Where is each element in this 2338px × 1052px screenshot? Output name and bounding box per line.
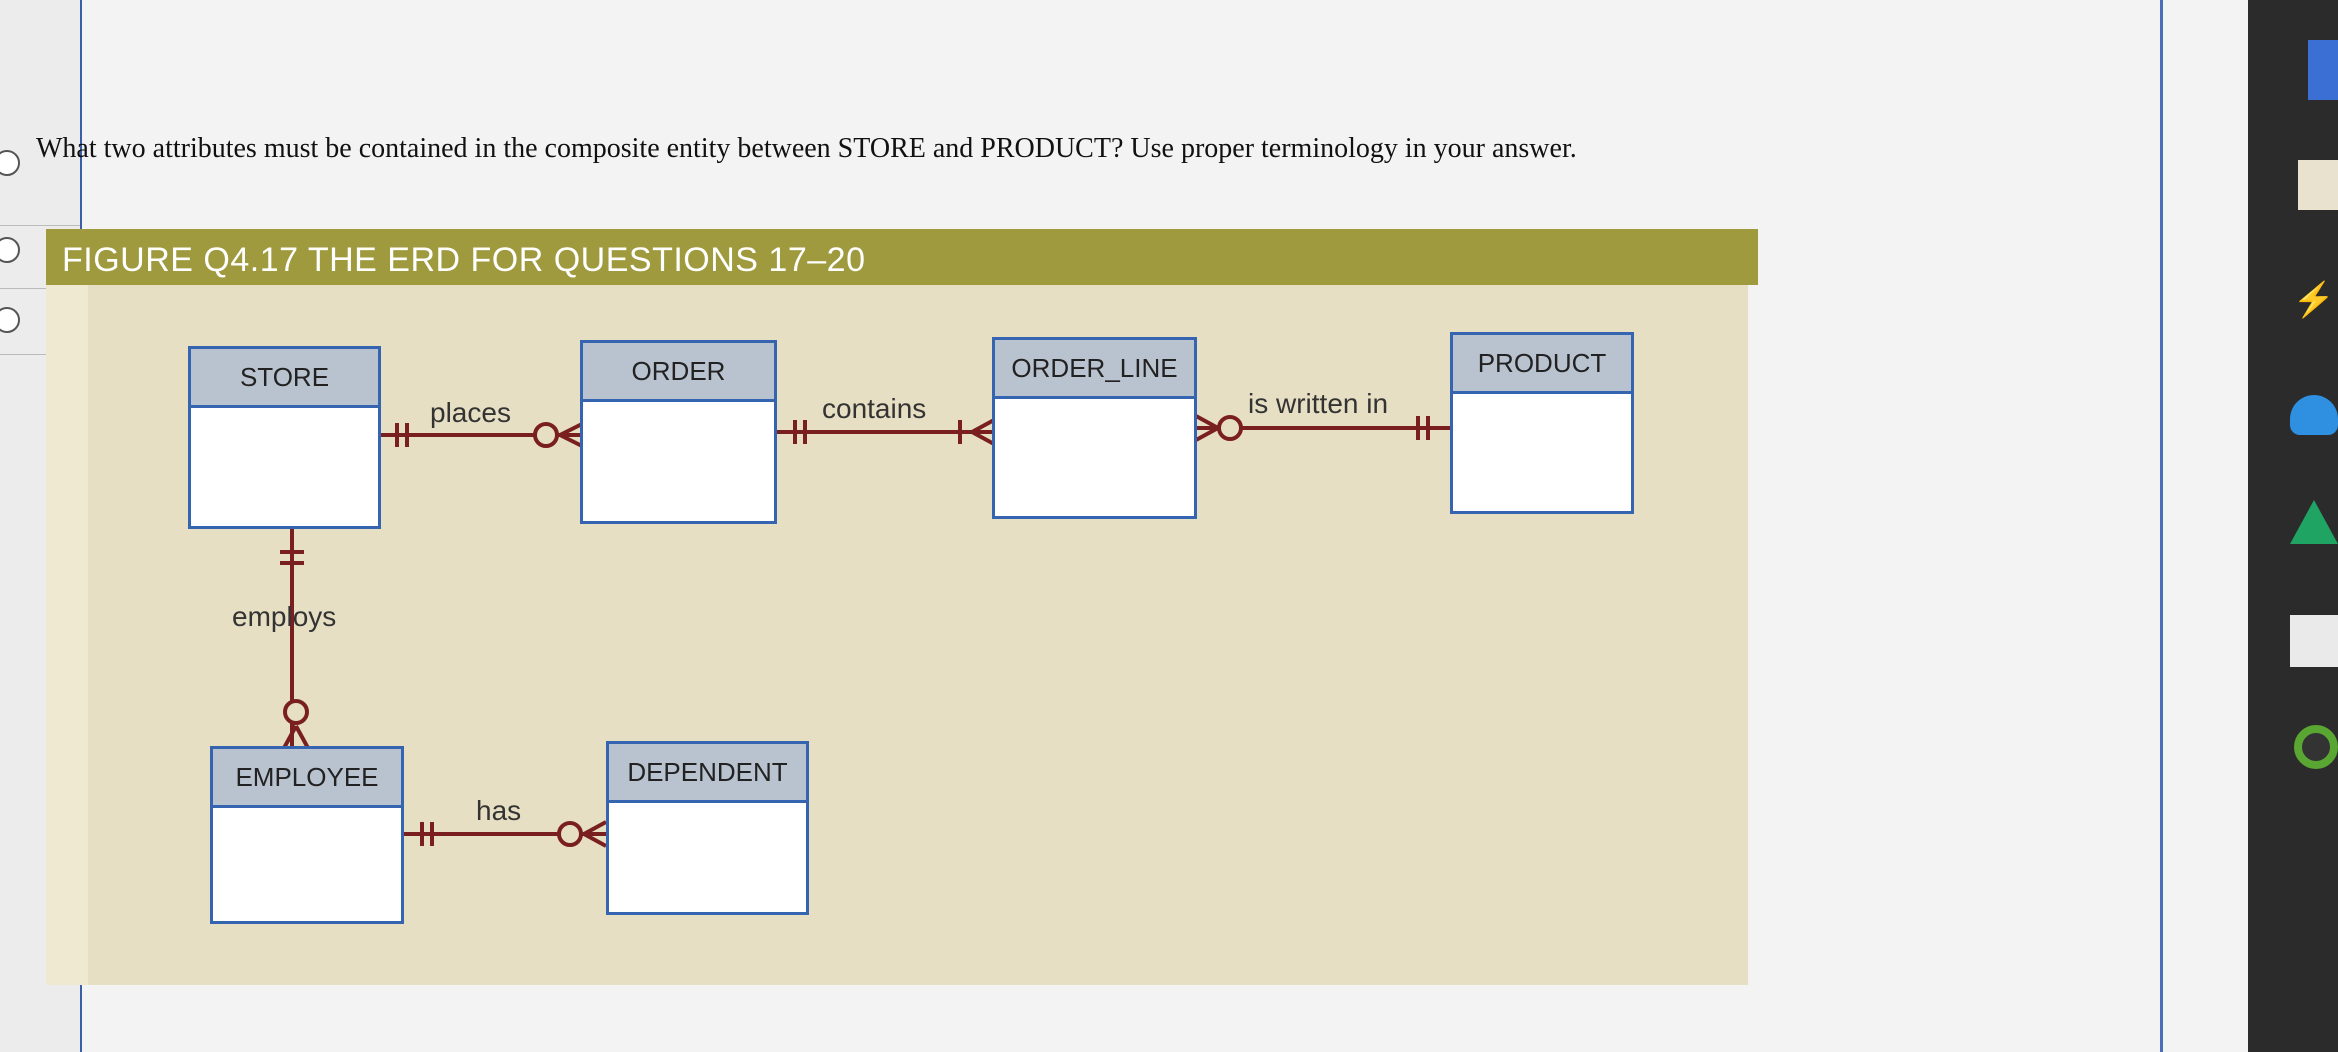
relationship-employs-label: employs xyxy=(232,601,337,632)
figure-header-bar xyxy=(46,229,1758,285)
crowfoot-mark xyxy=(1195,426,1219,442)
crowfoot-mark xyxy=(583,832,607,848)
entity-employee: EMPLOYEE xyxy=(210,746,404,924)
cloud-icon[interactable] xyxy=(2290,395,2338,435)
entity-product-name: PRODUCT xyxy=(1453,335,1631,394)
crowfoot-mark xyxy=(282,725,298,749)
gutter-divider xyxy=(0,354,80,355)
gutter-divider xyxy=(0,288,80,289)
right-dock: ⚡ xyxy=(2248,0,2338,1052)
crowfoot-mark xyxy=(294,725,310,749)
app-icon[interactable] xyxy=(2308,40,2338,100)
relationship-contains-label: contains xyxy=(822,393,927,424)
entity-order: ORDER xyxy=(580,340,777,524)
question-text: What two attributes must be contained in… xyxy=(36,133,1577,164)
wifi-icon[interactable]: ⚡ xyxy=(2292,281,2336,319)
entity-store-name: STORE xyxy=(191,349,378,408)
relationship-has-label: has xyxy=(476,795,522,826)
zero-mark xyxy=(1217,415,1243,441)
entity-order-name: ORDER xyxy=(583,343,774,402)
entity-dependent: DEPENDENT xyxy=(606,741,809,915)
entity-order-line-name: ORDER_LINE xyxy=(995,340,1194,399)
radio-option-2[interactable] xyxy=(0,237,20,263)
radio-option-3[interactable] xyxy=(0,307,20,333)
gutter-divider xyxy=(0,225,80,226)
entity-store: STORE xyxy=(188,346,381,529)
entity-employee-name: EMPLOYEE xyxy=(213,749,401,808)
page-right-border xyxy=(2160,0,2163,1052)
files-icon[interactable] xyxy=(2290,615,2338,667)
edit-icon[interactable] xyxy=(2298,160,2338,210)
zero-mark xyxy=(283,699,309,725)
crowfoot-mark xyxy=(1195,414,1219,430)
relationship-is-written-in-label: is written in xyxy=(1248,388,1389,419)
entity-product: PRODUCT xyxy=(1450,332,1634,514)
crowfoot-mark xyxy=(971,430,995,446)
circle-app-icon[interactable] xyxy=(2294,725,2338,769)
relationship-places-label: places xyxy=(430,397,511,428)
crowfoot-mark xyxy=(971,418,995,434)
figure-title: FIGURE Q4.17 THE ERD FOR QUESTIONS 17–20 xyxy=(62,241,866,279)
entity-dependent-name: DEPENDENT xyxy=(609,744,806,803)
radio-option-1[interactable] xyxy=(0,150,20,176)
zero-mark xyxy=(557,821,583,847)
zero-mark xyxy=(533,422,559,448)
figure-margin xyxy=(46,285,88,985)
drive-icon[interactable] xyxy=(2290,500,2338,544)
entity-order-line: ORDER_LINE xyxy=(992,337,1197,519)
crowfoot-mark xyxy=(583,820,607,836)
